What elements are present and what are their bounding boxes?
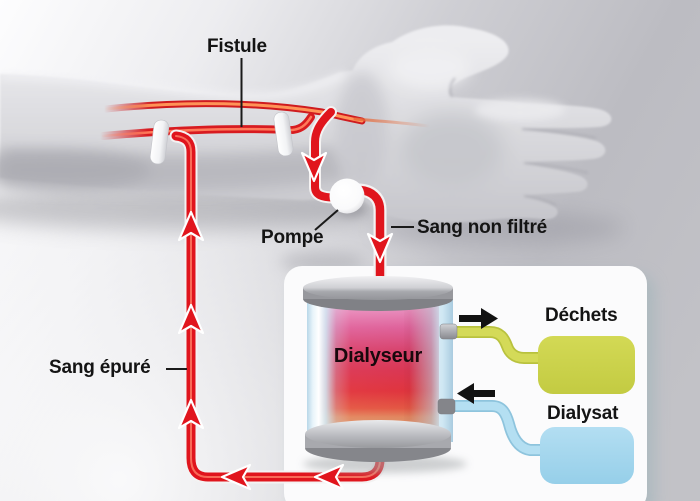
blood-flow-arrows: [177, 151, 394, 491]
waste-tube: [446, 326, 551, 364]
dialysate-nozzle: [437, 398, 456, 415]
flow-arrow-up2-icon: [177, 303, 205, 335]
pompe-pointer-line: [314, 209, 339, 231]
artery-vessel: [102, 100, 430, 128]
dialysat-label: Dialysat: [547, 403, 619, 424]
dialyseur-label: Dialyseur: [333, 345, 423, 367]
sang-non-filtre-label: Sang non filtré: [417, 217, 548, 238]
needle-clip-right: [273, 111, 294, 157]
dialyzer-lid: [303, 276, 453, 311]
flow-arrow-down-pump-icon: [300, 151, 328, 183]
pump: [329, 178, 366, 217]
needle-clip-left: [149, 119, 170, 165]
dialyzer: [303, 276, 467, 473]
dialyzer-bottom-rim: [305, 420, 451, 462]
flow-arrow-left-bottom1-icon: [220, 463, 252, 491]
flow-arrow-down-dialyzer-icon: [366, 232, 394, 264]
fistule-label: Fistule: [207, 36, 267, 57]
flow-arrow-left-bottom2-icon: [313, 463, 345, 491]
dechets-label: Déchets: [545, 305, 618, 326]
flow-arrow-left-icon: [457, 383, 495, 404]
label-pointer-lines: [166, 58, 414, 370]
dialysat-box: [540, 427, 634, 484]
flow-arrow-up3-icon: [177, 398, 205, 430]
dialysate-tube: [444, 400, 554, 456]
dechets-box: [538, 336, 635, 394]
waste-nozzle: [439, 323, 458, 340]
flow-arrow-up1-icon: [177, 210, 205, 242]
pompe-label: Pompe: [261, 227, 324, 248]
sang-epure-label: Sang épuré: [49, 357, 151, 378]
flow-arrow-right-icon: [459, 308, 498, 329]
